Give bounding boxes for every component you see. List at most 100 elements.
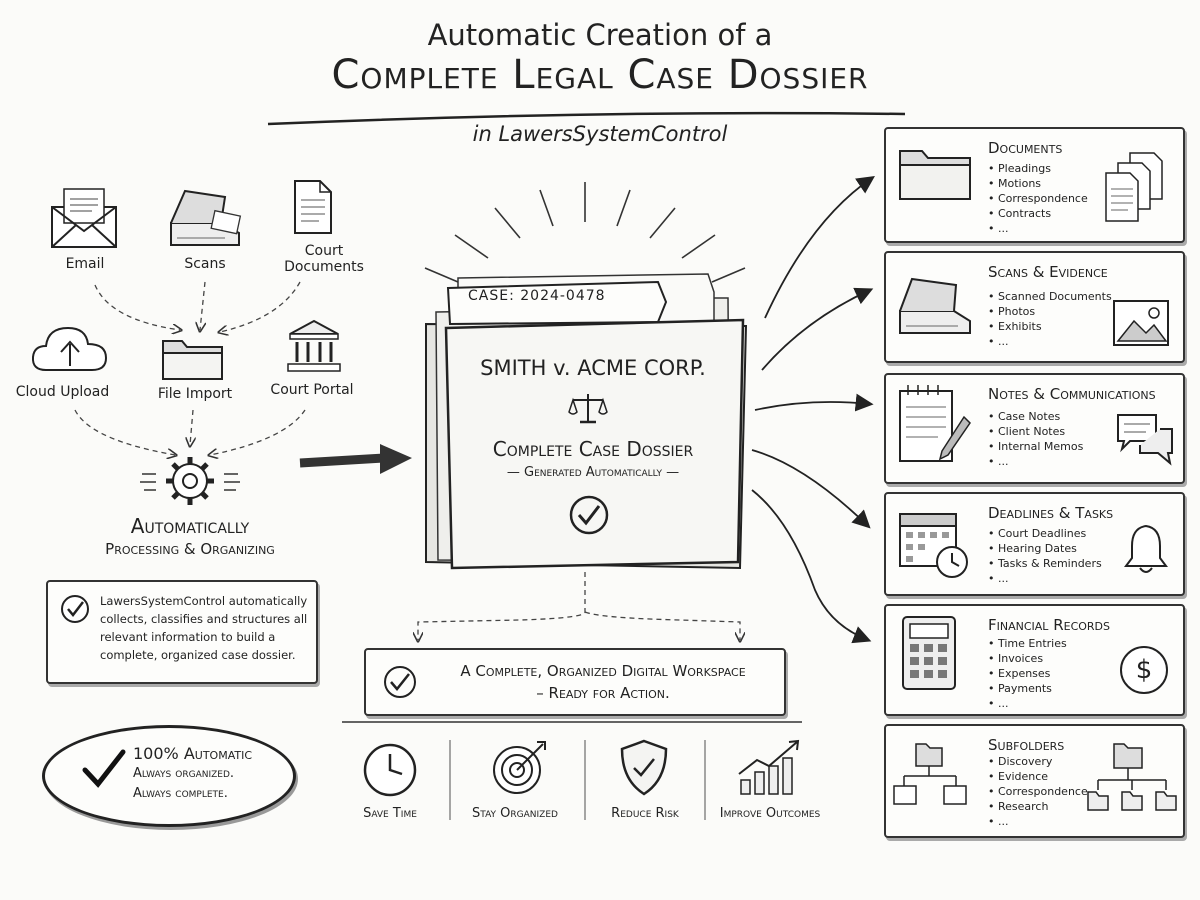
category-items: Scanned Documents Photos Exhibits ... (988, 289, 1112, 349)
benefit-save-time: Save Time (363, 806, 417, 821)
category-title: Financial Records (988, 616, 1111, 634)
highlight-rays (424, 182, 746, 283)
list-item: ... (988, 571, 1102, 586)
category-items: Pleadings Motions Correspondence Contrac… (988, 161, 1088, 236)
page-title: Complete Legal Case Dossier (331, 52, 869, 98)
check-circle-icon (569, 495, 609, 535)
list-item: Expenses (988, 666, 1067, 681)
title-underline (267, 111, 906, 126)
list-item: Correspondence (988, 784, 1088, 799)
list-item: Hearing Dates (988, 541, 1102, 556)
scales-of-justice-icon (568, 394, 608, 424)
list-item: ... (988, 334, 1112, 349)
check-circle-icon (384, 666, 416, 698)
title-line-1: Automatic Creation of a (427, 18, 773, 52)
scanner-icon (899, 277, 971, 334)
flow-cloud-to-gear (74, 409, 175, 455)
description-text: LawersSystemControl automatically collec… (100, 594, 308, 662)
check-circle-icon (61, 595, 89, 623)
list-item: ... (988, 814, 1088, 829)
workspace-line-1: A Complete, Organized Digital Workspace (460, 662, 746, 680)
category-title: Deadlines & Tasks (988, 504, 1114, 522)
growth-chart-icon (738, 739, 800, 795)
document-stack-icon (1105, 152, 1163, 222)
list-item: ... (988, 454, 1083, 469)
clock-icon (363, 743, 417, 797)
file-import-folder-icon (162, 340, 223, 380)
list-item: Tasks & Reminders (988, 556, 1102, 571)
category-items: Court Deadlines Hearing Dates Tasks & Re… (988, 526, 1102, 586)
list-item: ... (988, 696, 1067, 711)
list-item: Correspondence (988, 191, 1088, 206)
list-item: Contracts (988, 206, 1088, 221)
flow-portal-to-gear (210, 409, 306, 455)
benefit-improve-outcomes: Improve Outcomes (719, 806, 821, 821)
workspace-box: A Complete, Organized Digital Workspace … (364, 648, 786, 716)
case-name: SMITH v. ACME CORP. (480, 356, 706, 380)
list-item: Invoices (988, 651, 1067, 666)
court-portal-icon (287, 319, 341, 372)
workspace-line-2: – Ready for Action. (536, 684, 670, 702)
badge-line-1: 100% Automatic (133, 744, 253, 763)
category-title: Scans & Evidence (988, 263, 1108, 281)
source-label-court-portal: Court Portal (270, 382, 354, 398)
list-item: Motions (988, 176, 1088, 191)
processing-gear-icon (140, 457, 240, 505)
flow-to-documents (764, 175, 875, 319)
calculator-icon (902, 616, 956, 690)
target-icon (493, 741, 546, 794)
notepad-pen-icon (899, 385, 971, 462)
list-item: Exhibits (988, 319, 1112, 334)
chat-bubbles-icon (1117, 414, 1173, 466)
shield-check-icon (620, 739, 668, 796)
flow-import-to-gear (190, 409, 193, 445)
category-documents: Documents Pleadings Motions Corresponden… (884, 127, 1185, 243)
list-item: Evidence (988, 769, 1088, 784)
source-label-cloud-upload: Cloud Upload (15, 384, 110, 400)
calendar-clock-icon (899, 513, 968, 578)
source-label-court-documents: Court Documents (284, 243, 364, 275)
flow-to-deadlines (751, 449, 871, 529)
email-icon (51, 188, 117, 248)
folder-tree-icon (893, 743, 967, 805)
category-title: Notes & Communications (988, 385, 1156, 403)
source-label-file-import: File Import (157, 386, 233, 402)
flow-court-to-import (220, 281, 301, 332)
title-line-3: in LawersSystemControl (472, 122, 728, 146)
case-number-tab: CASE: 2024-0478 (468, 288, 606, 304)
list-item: Court Deadlines (988, 526, 1102, 541)
photo-icon (1113, 300, 1169, 346)
source-label-scans: Scans (184, 256, 226, 272)
category-items: Discovery Evidence Correspondence Resear… (988, 754, 1088, 829)
category-items: Time Entries Invoices Expenses Payments … (988, 636, 1067, 711)
list-item: Scanned Documents (988, 289, 1112, 304)
court-document-icon (294, 180, 332, 234)
category-title: Documents (988, 139, 1063, 157)
processing-subtitle: Processing & Organizing (105, 540, 275, 558)
list-item: Client Notes (988, 424, 1083, 439)
dossier-subtitle: — Generated Automatically — (506, 465, 680, 480)
flow-folder-to-workspace-left (418, 572, 586, 640)
list-item: Case Notes (988, 409, 1083, 424)
processing-title: Automatically (130, 514, 250, 538)
folder-icon (425, 273, 748, 570)
checkmark-icon (82, 749, 126, 788)
scanner-icon (170, 189, 242, 246)
flow-to-notes (754, 393, 874, 412)
category-scans-evidence: Scans & Evidence Scanned Documents Photo… (884, 251, 1185, 363)
source-label-email: Email (65, 256, 105, 272)
category-financial-records: Financial Records Time Entries Invoices … (884, 604, 1185, 716)
list-item: Payments (988, 681, 1067, 696)
main-flow-arrow (299, 444, 412, 474)
list-item: ... (988, 221, 1088, 236)
list-item: Discovery (988, 754, 1088, 769)
category-deadlines-tasks: Deadlines & Tasks Court Deadlines Hearin… (884, 492, 1185, 596)
category-notes-communications: Notes & Communications Case Notes Client… (884, 373, 1185, 484)
badge-line-2: Always organized. (133, 766, 235, 781)
list-item: Pleadings (988, 161, 1088, 176)
dollar-coin-icon: $ (1120, 646, 1168, 694)
subfolder-tree-icon (1087, 743, 1177, 811)
case-dossier-folder: CASE: 2024-0478 SMITH v. ACME CORP. Comp… (418, 262, 753, 574)
